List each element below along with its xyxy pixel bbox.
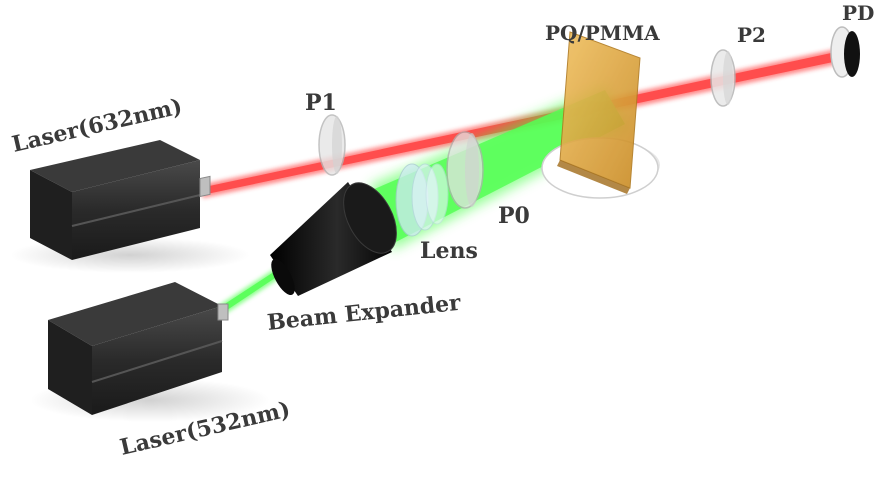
polarizer-p2 — [710, 49, 736, 107]
laser-532nm — [48, 282, 229, 415]
label-p2: P2 — [737, 23, 766, 47]
label-p0: P0 — [498, 203, 530, 229]
label-beam-expander: Beam Expander — [266, 290, 462, 336]
laser-632nm — [30, 140, 211, 260]
green-beam-narrow — [212, 262, 292, 318]
beam-expander — [270, 182, 397, 296]
label-lens: Lens — [420, 238, 478, 264]
pq-pmma-sample — [557, 31, 641, 194]
polarizer-p1 — [318, 114, 346, 176]
polarizer-p0 — [446, 131, 484, 209]
photodetector-pd — [830, 26, 860, 78]
lens — [395, 163, 449, 237]
label-pd: PD — [842, 1, 874, 25]
label-pq-pmma: PQ/PMMA — [545, 21, 660, 45]
label-p1: P1 — [305, 90, 337, 116]
